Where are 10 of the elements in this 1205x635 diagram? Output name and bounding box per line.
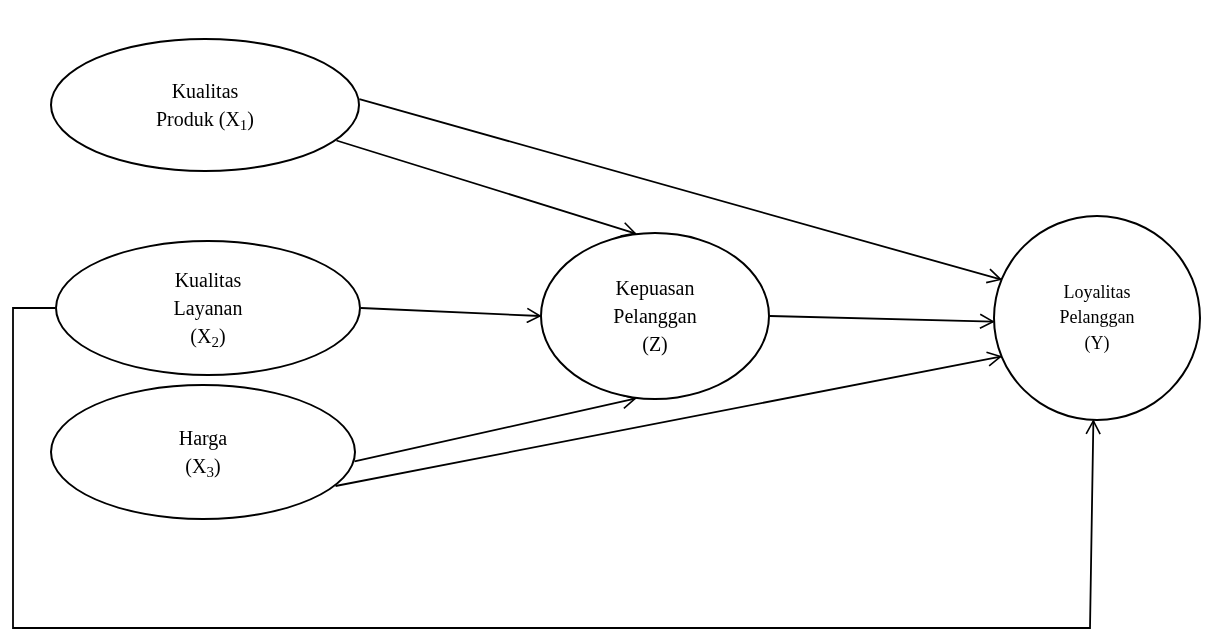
variable-label: Kualitas Produk (X$_{1}$) bbox=[154, 79, 256, 133]
arrow bbox=[769, 313, 994, 330]
variable-label: Kualitas Layanan (X$_{2}$) bbox=[172, 268, 244, 350]
variable-label: Harga (X$_{3}$) bbox=[177, 426, 229, 480]
arrow bbox=[360, 307, 541, 324]
arrow bbox=[358, 98, 1002, 284]
variable-label: Loyalitas Pelanggan (Y) bbox=[1058, 281, 1136, 355]
variable-label: Kepuasan Pelanggan (Z) bbox=[612, 276, 698, 357]
arrow bbox=[12, 307, 1101, 629]
arrow bbox=[334, 351, 1002, 487]
